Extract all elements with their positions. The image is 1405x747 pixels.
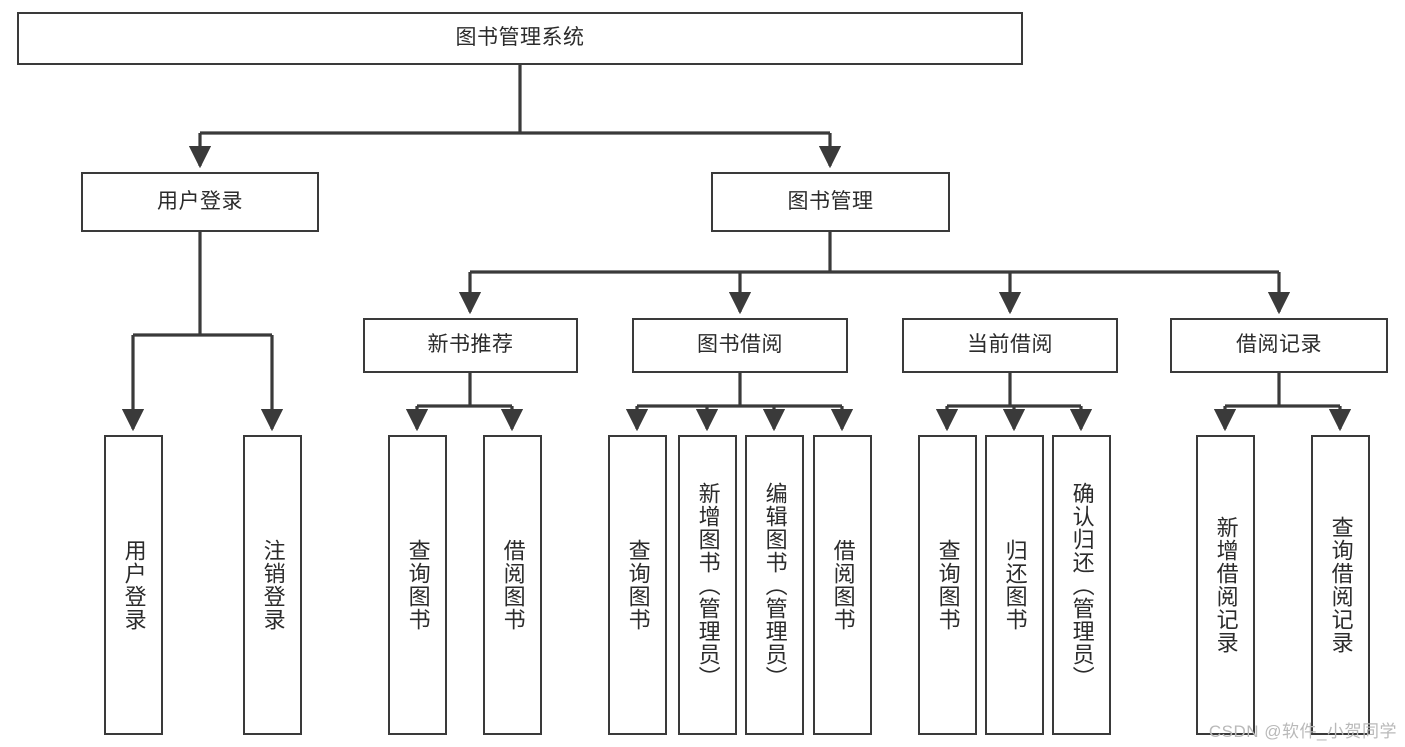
node-label: 编辑图书（管理员） [762,481,788,689]
node-leaf-add-book-admin[interactable]: 新增图书（管理员） [678,435,737,735]
node-borrow-records[interactable]: 借阅记录 [1170,318,1388,373]
node-label: 借阅记录 [1236,333,1322,357]
node-leaf-query-books-borrow[interactable]: 查询图书 [608,435,667,735]
node-book-management[interactable]: 图书管理 [711,172,950,232]
node-root-system[interactable]: 图书管理系统 [17,12,1023,65]
node-new-book-recommend[interactable]: 新书推荐 [363,318,578,373]
node-label: 查询图书 [935,539,961,631]
node-label: 图书借阅 [697,333,783,357]
node-label: 借阅图书 [500,539,526,631]
node-user-login[interactable]: 用户登录 [81,172,319,232]
node-label: 注销登录 [260,539,286,631]
node-label: 归还图书 [1002,539,1028,631]
node-label: 新书推荐 [427,333,514,357]
node-label: 用户登录 [121,539,147,631]
node-leaf-user-login[interactable]: 用户登录 [104,435,163,735]
node-label: 查询图书 [625,539,651,631]
node-leaf-add-borrow-record[interactable]: 新增借阅记录 [1196,435,1255,735]
node-label: 确认归还（管理员） [1069,481,1095,689]
node-leaf-query-borrow-record[interactable]: 查询借阅记录 [1311,435,1370,735]
node-label: 查询借阅记录 [1328,516,1354,654]
node-leaf-borrow-books-new[interactable]: 借阅图书 [483,435,542,735]
node-leaf-return-book[interactable]: 归还图书 [985,435,1044,735]
node-label: 新增图书（管理员） [695,481,721,689]
node-leaf-lend-book[interactable]: 借阅图书 [813,435,872,735]
node-book-borrow[interactable]: 图书借阅 [632,318,848,373]
node-current-borrow[interactable]: 当前借阅 [902,318,1118,373]
node-label: 图书管理 [787,189,874,213]
node-leaf-user-logout[interactable]: 注销登录 [243,435,302,735]
node-label: 借阅图书 [830,539,856,631]
node-leaf-confirm-return-admin[interactable]: 确认归还（管理员） [1052,435,1111,735]
node-label: 查询图书 [405,539,431,631]
node-leaf-edit-book-admin[interactable]: 编辑图书（管理员） [745,435,804,735]
node-label: 图书管理系统 [455,26,585,50]
node-label: 新增借阅记录 [1213,516,1239,654]
node-label: 当前借阅 [967,333,1053,357]
node-label: 用户登录 [157,189,243,213]
node-leaf-query-books-new[interactable]: 查询图书 [388,435,447,735]
node-leaf-query-books-current[interactable]: 查询图书 [918,435,977,735]
